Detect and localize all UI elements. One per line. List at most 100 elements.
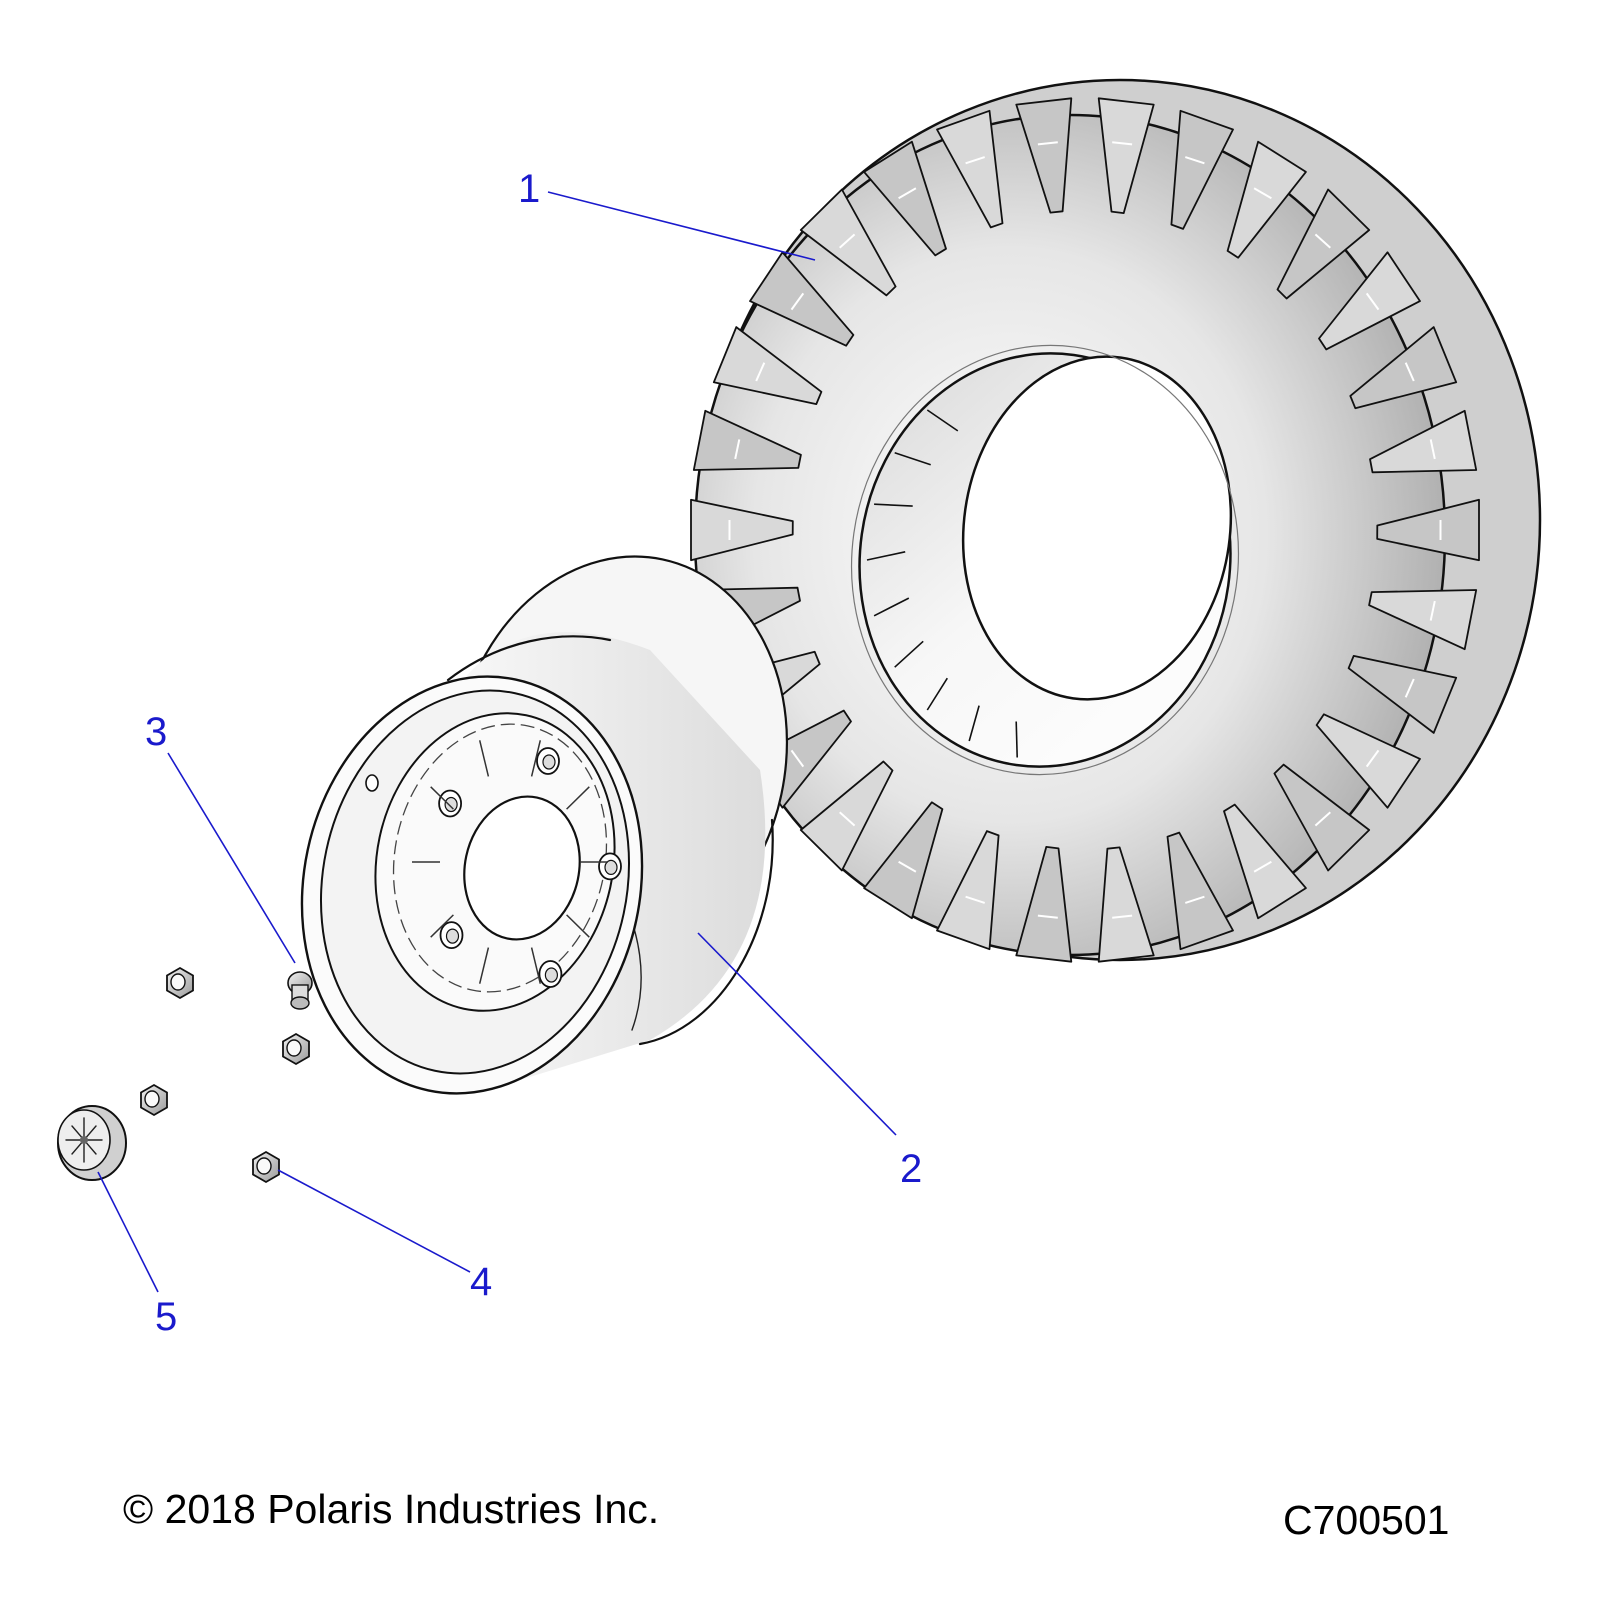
inner-rib xyxy=(873,597,910,617)
callout-leader-1 xyxy=(547,191,816,261)
tread-lug-highlight xyxy=(1037,914,1058,919)
tread-lug-highlight xyxy=(839,811,856,827)
callout-number-2: 2 xyxy=(900,1147,922,1191)
inner-rib xyxy=(1015,721,1018,758)
spoke-line xyxy=(430,914,454,938)
tread-lug-highlight xyxy=(1365,749,1380,768)
spoke-line xyxy=(566,914,590,938)
tread-lug-highlight xyxy=(1404,362,1415,382)
spoke-line xyxy=(478,740,490,777)
lug-nut xyxy=(252,1150,280,1184)
tread-lug-highlight xyxy=(839,233,856,249)
tread-lug xyxy=(1318,251,1421,351)
tread-lug-highlight xyxy=(1253,187,1272,200)
callout-number-3: 3 xyxy=(145,710,167,754)
tire xyxy=(690,78,1542,963)
figure-id: C700501 xyxy=(1283,1497,1450,1543)
callout-leader-3 xyxy=(167,752,296,964)
lug-nut xyxy=(282,1032,310,1066)
tread-lug-highlight xyxy=(965,156,986,165)
tread-lug xyxy=(936,109,1004,229)
lug-nut xyxy=(166,966,194,1000)
spoke-line xyxy=(530,740,542,777)
tread-lug xyxy=(1166,831,1234,951)
tread-lug xyxy=(1015,846,1073,963)
callout-leader-5 xyxy=(97,1171,159,1293)
tread-lug xyxy=(863,801,944,920)
tread-lug xyxy=(690,498,794,562)
tread-lug-highlight xyxy=(734,439,741,460)
callout-number-4: 4 xyxy=(470,1260,492,1304)
tire-inner-ribs xyxy=(866,409,1018,758)
tread-lug xyxy=(1315,713,1421,809)
tread-lug-highlight xyxy=(790,749,805,768)
tread-lug-highlight xyxy=(790,292,805,311)
tread-lug-highlight xyxy=(898,860,917,873)
inner-rib xyxy=(894,452,931,466)
tread-lug xyxy=(1369,409,1478,474)
tread-lug xyxy=(1347,655,1458,734)
tread-lug xyxy=(1349,326,1458,410)
wheel-spoke-windows xyxy=(412,740,608,984)
tread-lug-highlight xyxy=(1253,860,1272,873)
inner-rib xyxy=(866,551,906,561)
tread-lug xyxy=(1276,188,1371,300)
inner-rib xyxy=(894,640,924,668)
tread-lug xyxy=(1376,498,1480,562)
inner-rib xyxy=(926,677,948,711)
center-cap xyxy=(57,1105,127,1181)
bolt-hole-inner xyxy=(604,859,618,876)
spoke-line xyxy=(430,786,454,810)
spoke-line xyxy=(530,947,542,984)
bolt-hole-inner xyxy=(544,967,559,983)
tread-lug-highlight xyxy=(1429,600,1436,621)
valve-stem xyxy=(287,971,313,1010)
tread-lug-highlight xyxy=(1184,895,1205,904)
bolt-hole-inner xyxy=(444,796,458,813)
tread-lug-highlight xyxy=(1037,141,1058,146)
tread-lug-highlight xyxy=(755,362,766,382)
tread-lug xyxy=(749,251,855,347)
lug-nut xyxy=(140,1083,168,1117)
tread-lug-highlight xyxy=(1404,678,1415,698)
tread-lug xyxy=(1226,140,1307,259)
tread-lug-highlight xyxy=(898,187,917,200)
wheel-bolt-holes xyxy=(438,747,622,988)
inner-rib xyxy=(968,705,980,742)
tread-lug xyxy=(936,830,1000,951)
tread-lug xyxy=(1097,846,1155,963)
spoke-line xyxy=(566,786,590,810)
lug-nuts xyxy=(140,966,310,1184)
tread-lug xyxy=(1273,763,1371,872)
inner-rib xyxy=(926,409,959,432)
callout-number-1: 1 xyxy=(518,167,540,211)
tread-lug xyxy=(799,760,894,872)
tread-lug-highlight xyxy=(1112,914,1133,919)
tread-lug-highlight xyxy=(1184,156,1205,165)
tread-lug xyxy=(799,188,897,297)
tread-lug xyxy=(1170,109,1234,230)
callout-number-5: 5 xyxy=(155,1295,177,1339)
tread-lug xyxy=(712,326,823,405)
tread-lug xyxy=(1097,97,1155,214)
callout-leader-4 xyxy=(277,1169,471,1273)
bolt-hole-inner xyxy=(542,754,556,770)
tread-lug xyxy=(1223,803,1307,920)
tread-lug-highlight xyxy=(1314,233,1331,249)
tread-lug xyxy=(1015,97,1073,214)
bolt-hole-inner xyxy=(445,928,460,944)
inner-rib xyxy=(874,503,913,507)
callout-layer: 1 2 3 4 5 xyxy=(97,167,922,1339)
spoke-line xyxy=(478,947,490,984)
tread-lug-highlight xyxy=(1429,439,1436,460)
tread-lug-highlight xyxy=(1314,811,1331,827)
tread-lug-highlight xyxy=(1112,141,1133,146)
wheel xyxy=(300,555,789,1095)
tread-lug xyxy=(1368,589,1478,651)
callout-leader-2 xyxy=(697,932,897,1136)
tread-lug-highlight xyxy=(965,895,986,904)
copyright-notice: © 2018 Polaris Industries Inc. xyxy=(123,1486,660,1532)
tread-lug xyxy=(863,140,947,257)
tread-lug xyxy=(692,409,802,471)
